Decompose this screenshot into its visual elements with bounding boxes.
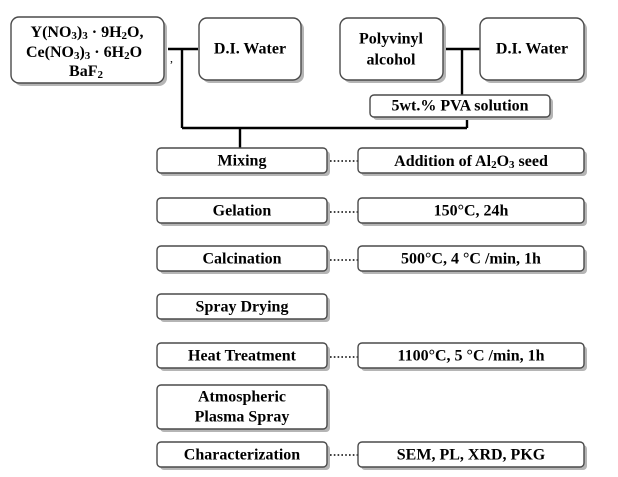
- pva-label-line-1: Polyvinyl: [359, 31, 424, 48]
- step-mixing-label: Mixing: [218, 153, 267, 170]
- step-spray-drying-label: Spray Drying: [196, 299, 289, 316]
- condition-heat-treatment-label: 1100°C, 5 °C /min, 1h: [397, 348, 544, 365]
- pva-label-line-2: alcohol: [367, 52, 416, 69]
- pva-solution-label: 5wt.% PVA solution: [391, 98, 528, 115]
- step-aps-label-line-1: Atmospheric: [198, 389, 286, 406]
- condition-gelation-label: 150°C, 24h: [434, 203, 509, 220]
- step-gelation-label: Gelation: [213, 203, 272, 220]
- condition-calcination-label: 500°C, 4 °C /min, 1h: [401, 251, 541, 268]
- condition-mixing-label: Addition of Al2O3 seed: [394, 153, 548, 172]
- precursor-line-3: BaF2: [69, 63, 103, 82]
- step-atmospheric-plasma-spray: Atmospheric Plasma Spray: [156, 384, 330, 432]
- di-water-left-label: D.I. Water: [214, 41, 286, 58]
- condition-characterization-label: SEM, PL, XRD, PKG: [397, 447, 546, 464]
- condition-mixing: Addition of Al2O3 seed: [357, 147, 587, 176]
- precursor-line-1: Y(NO3)3 · 9H2O,: [31, 24, 144, 43]
- precursor-comma: ,: [170, 51, 173, 65]
- di-water-right-label: D.I. Water: [496, 41, 568, 58]
- step-gelation: Gelation: [156, 197, 330, 226]
- step-mixing: Mixing: [156, 147, 330, 176]
- step-characterization-label: Characterization: [184, 447, 301, 464]
- connector-lines: [168, 47, 480, 148]
- di-water-right-box: D.I. Water: [479, 17, 587, 83]
- di-water-left-box: D.I. Water: [198, 17, 304, 83]
- step-heat-treatment-label: Heat Treatment: [188, 348, 297, 365]
- step-calcination-label: Calcination: [202, 251, 281, 268]
- dotted-links: [330, 160, 358, 456]
- step-spray-drying: Spray Drying: [156, 293, 330, 322]
- step-calcination: Calcination: [156, 245, 330, 274]
- condition-characterization: SEM, PL, XRD, PKG: [357, 441, 587, 470]
- precursor-box: Y(NO3)3 · 9H2O, Ce(NO3)3 · 6H2O BaF2: [10, 16, 167, 86]
- step-characterization: Characterization: [156, 441, 330, 470]
- condition-calcination: 500°C, 4 °C /min, 1h: [357, 245, 587, 274]
- precursor-line-2: Ce(NO3)3 · 6H2O: [26, 44, 142, 63]
- condition-gelation: 150°C, 24h: [357, 197, 587, 226]
- step-aps-label-line-2: Plasma Spray: [195, 409, 290, 426]
- step-heat-treatment: Heat Treatment: [156, 342, 330, 371]
- pva-solution-box: 5wt.% PVA solution: [369, 94, 553, 120]
- condition-heat-treatment: 1100°C, 5 °C /min, 1h: [357, 342, 587, 371]
- pva-box: Polyvinyl alcohol: [339, 17, 446, 83]
